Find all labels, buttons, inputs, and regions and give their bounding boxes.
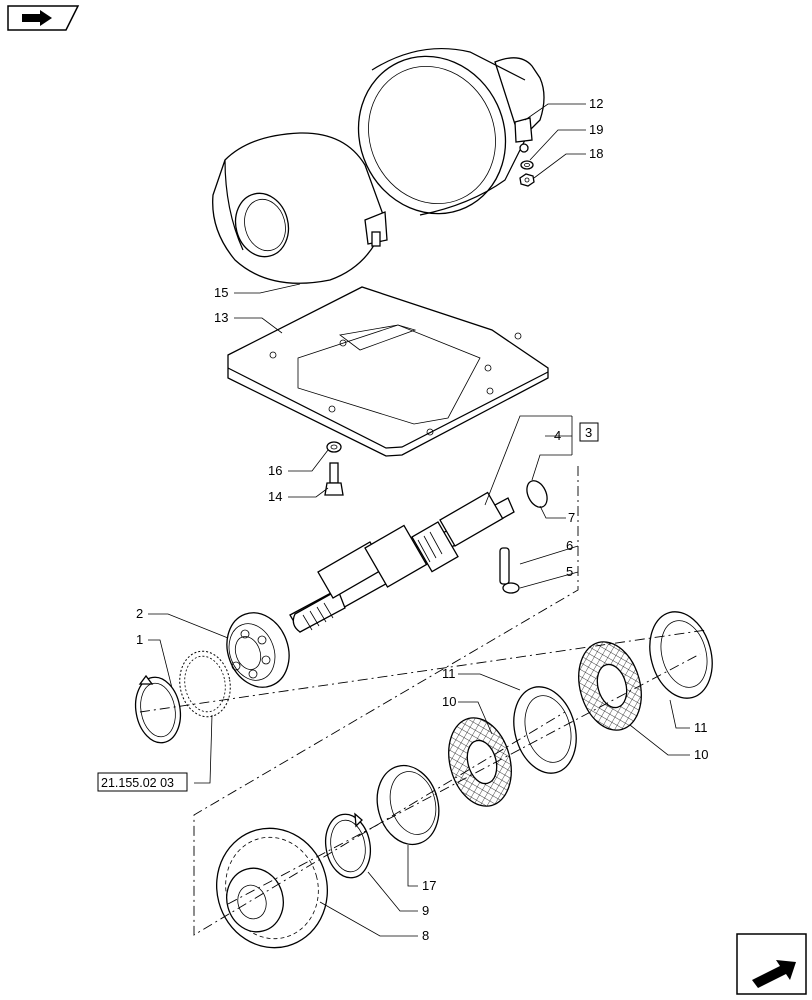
washer-part-19 (520, 160, 534, 170)
callout-3: 3 (585, 425, 592, 440)
retaining-ring-part-1 (134, 674, 182, 744)
thrust-washer-part-17 (376, 764, 440, 846)
callout-16: 16 (268, 463, 282, 478)
next-page-arrow-icon[interactable] (736, 933, 807, 995)
callout-5: 5 (566, 564, 573, 579)
callout-14: 14 (268, 489, 282, 504)
assembly-boundary-line (139, 466, 707, 936)
callout-15: 15 (214, 285, 228, 300)
callout-8: 8 (422, 928, 429, 943)
callout-11-left: 11 (442, 666, 456, 681)
reference-code: 21.155.02 03 (101, 776, 174, 790)
gasket-plate-part-13 (227, 286, 549, 457)
callout-labels: 12 19 18 15 13 16 14 4 3 6 5 7 2 1 11 10… (136, 96, 708, 943)
steel-disc-part-11-left (513, 686, 577, 774)
parts-catalog-back-icon[interactable] (7, 5, 80, 31)
o-ring-part-7 (526, 480, 548, 508)
spacer-ring-reference (179, 650, 231, 718)
callout-17: 17 (422, 878, 436, 893)
callout-9: 9 (422, 903, 429, 918)
callout-2: 2 (136, 606, 143, 621)
o-ring-part-5 (502, 582, 520, 594)
nut-part-18 (519, 173, 535, 187)
callout-10-right: 10 (694, 747, 708, 762)
pin-part-6 (499, 547, 510, 585)
friction-disc-part-10-right (578, 641, 642, 731)
washer-part-16 (326, 441, 342, 453)
leader-lines (148, 103, 690, 937)
friction-disc-part-10-left (448, 717, 512, 807)
callout-10-left: 10 (442, 694, 456, 709)
shaft-part-3 (289, 491, 515, 633)
callout-3-box (579, 422, 599, 442)
screw-part-14 (324, 462, 344, 496)
callout-18: 18 (589, 146, 603, 161)
snap-ring-part-9 (324, 812, 372, 879)
callout-1: 1 (136, 632, 143, 647)
callout-7: 7 (568, 510, 575, 525)
steel-disc-part-11-right (649, 611, 713, 699)
callout-13: 13 (214, 310, 228, 325)
callout-19: 19 (589, 122, 603, 137)
shield-housing-part-15 (212, 132, 388, 284)
callout-12: 12 (589, 96, 603, 111)
bearing-part-2 (226, 612, 290, 688)
callout-4: 4 (554, 428, 561, 443)
cover-housing-part-12 (357, 47, 545, 216)
callout-11-right: 11 (694, 720, 708, 735)
reference-link-box[interactable]: 21.155.02 03 (97, 772, 188, 792)
callout-6: 6 (566, 538, 573, 553)
